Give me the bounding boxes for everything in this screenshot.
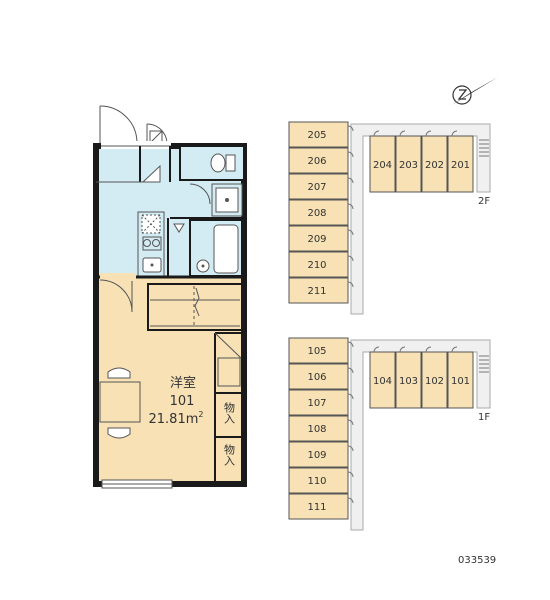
- washer-icon: [215, 187, 239, 213]
- floor-2-label: 2F: [478, 196, 490, 207]
- unit-202: 202: [421, 130, 448, 193]
- unit-210: 210: [288, 251, 354, 278]
- floor-1-layout: 105 106 107 108 109 110 111 104 103 102 101 1F: [288, 337, 491, 531]
- unit-label: 109: [307, 450, 326, 461]
- unit-201: 201: [447, 130, 474, 193]
- unit-208: 208: [288, 199, 354, 226]
- unit-206: 206: [288, 147, 354, 174]
- sink-icon: [142, 257, 162, 273]
- unit-label: 210: [307, 260, 326, 271]
- room-area-label: 21.81m2: [149, 410, 204, 427]
- unit-label: 205: [307, 130, 326, 141]
- floor-2-stairs-icon: [479, 139, 489, 157]
- unit-label: 106: [307, 372, 326, 383]
- unit-label: 104: [373, 376, 392, 387]
- table: [99, 381, 141, 423]
- unit-label: 203: [399, 160, 418, 171]
- unit-203: 203: [395, 130, 422, 193]
- storage-label-1: 物入: [223, 401, 236, 424]
- unit-label: 102: [425, 376, 444, 387]
- storage-label-2: 物入: [223, 443, 236, 466]
- unit-106: 106: [288, 363, 354, 390]
- unit-211: 211: [288, 277, 354, 304]
- unit-label: 101: [451, 376, 470, 387]
- unit-label: 110: [307, 476, 326, 487]
- unit-label: 103: [399, 376, 418, 387]
- unit-label: 211: [307, 286, 326, 297]
- unit-label: 111: [307, 502, 326, 513]
- unit-204: 204: [369, 130, 396, 193]
- unit-111: 111: [288, 493, 354, 520]
- unit-label: 202: [425, 160, 444, 171]
- unit-label: 108: [307, 424, 326, 435]
- unit-label: 105: [307, 346, 326, 357]
- room-type-label: 洋室: [170, 375, 196, 391]
- floor-1-stairs-icon: [479, 355, 489, 373]
- unit-108: 108: [288, 415, 354, 442]
- unit-label: 207: [307, 182, 326, 193]
- floor-1-corridor: [350, 339, 491, 531]
- unit-209: 209: [288, 225, 354, 252]
- unit-label: 204: [373, 160, 392, 171]
- unit-101: 101: [447, 346, 474, 409]
- unit-104: 104: [369, 346, 396, 409]
- unit-label: 107: [307, 398, 326, 409]
- unit-label: 209: [307, 234, 326, 245]
- unit-107: 107: [288, 389, 354, 416]
- floor-2-corridor: [350, 123, 491, 315]
- room-number-label: 101: [170, 394, 195, 409]
- unit-plan: 洋室 101 21.81m2 物入 物入: [93, 105, 247, 489]
- door-swing-icon: [99, 105, 168, 144]
- unit-207: 207: [288, 173, 354, 200]
- toilet-icon: [210, 153, 236, 173]
- plan-code: 033539: [458, 555, 496, 566]
- floor-2-layout: 205 206 207 208 209 210 211 204 203 202 201 2F: [288, 121, 491, 315]
- chair-icon: [107, 367, 131, 439]
- unit-105: 105: [288, 337, 354, 364]
- unit-109: 109: [288, 441, 354, 468]
- stove-icon: [141, 214, 162, 251]
- unit-103: 103: [395, 346, 422, 409]
- unit-110: 110: [288, 467, 354, 494]
- room-area-value: 21.81m: [149, 412, 199, 427]
- room-area-superscript: 2: [198, 410, 203, 419]
- unit-205: 205: [288, 121, 354, 148]
- unit-label: 206: [307, 156, 326, 167]
- compass-icon: [452, 77, 498, 105]
- unit-label: 201: [451, 160, 470, 171]
- unit-102: 102: [421, 346, 448, 409]
- bathtub-icon: [196, 224, 239, 274]
- unit-label: 208: [307, 208, 326, 219]
- floor-1-label: 1F: [478, 412, 490, 423]
